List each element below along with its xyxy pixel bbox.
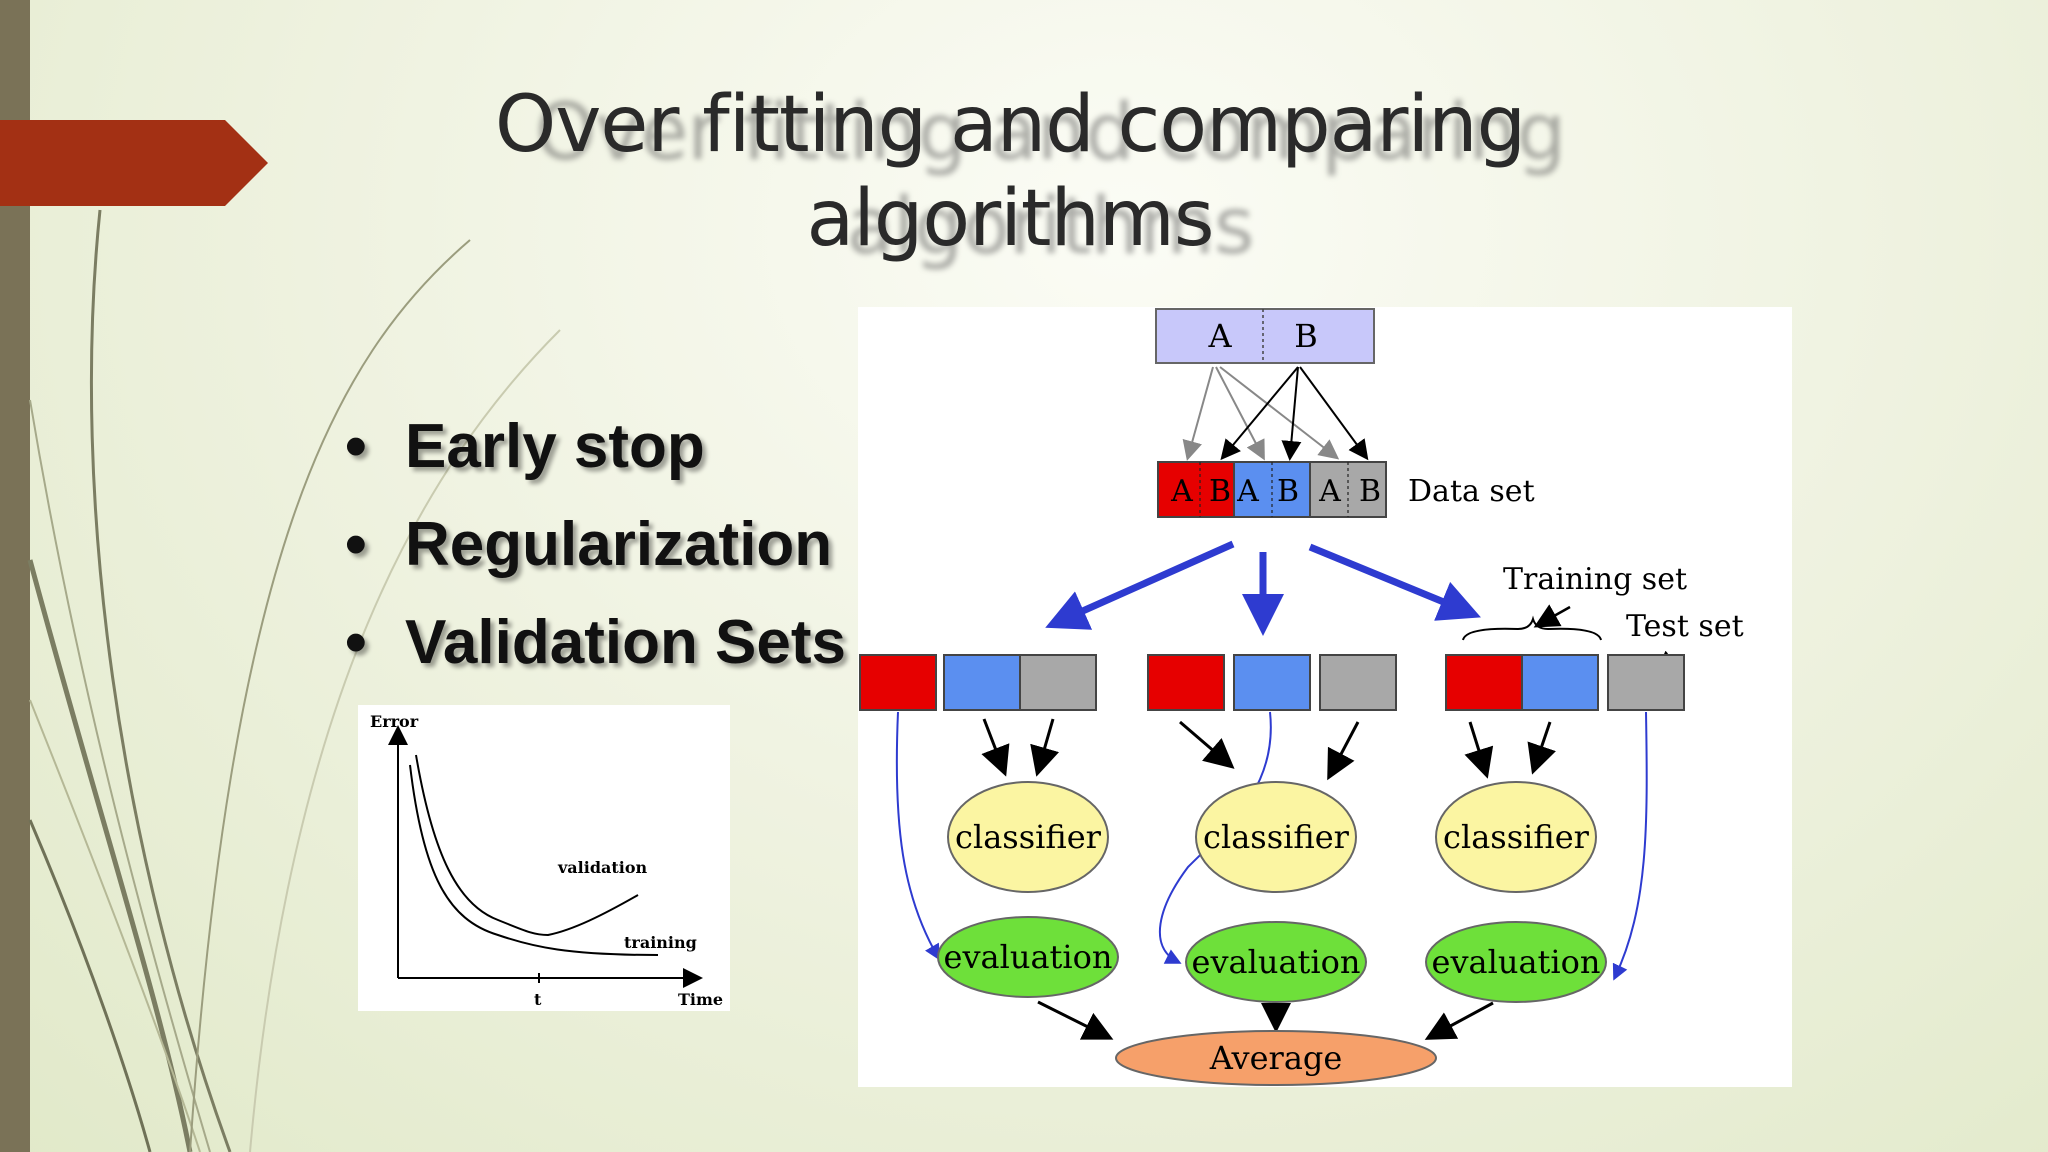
- svg-text:B: B: [1277, 474, 1299, 509]
- dataset-red-block: [1157, 461, 1235, 518]
- bullet-item: •Regularization: [345, 510, 833, 579]
- svg-text:B: B: [1359, 474, 1381, 509]
- fold3-red-block: [1445, 654, 1523, 711]
- classifier-2: [1195, 781, 1357, 893]
- svg-text:A: A: [1236, 474, 1259, 509]
- svg-text:evaluation: evaluation: [944, 938, 1113, 976]
- cross-validation-diagram: A B A B A B A B Data set Training set Te…: [858, 307, 1792, 1087]
- validation-curve: [415, 754, 639, 937]
- source-label-a: A: [1207, 317, 1232, 355]
- svg-text:classifier: classifier: [1203, 818, 1350, 856]
- classifier-1: [947, 781, 1109, 893]
- fold2-blue-block: [1233, 654, 1311, 711]
- svg-text:classifier: classifier: [1443, 818, 1590, 856]
- svg-text:Average: Average: [1209, 1039, 1343, 1077]
- validation-label: validation: [557, 858, 648, 877]
- x-tick-label: t: [534, 990, 542, 1009]
- svg-text:A: A: [1170, 474, 1193, 509]
- source-label-b: B: [1294, 317, 1318, 355]
- dataset-label: Data set: [1408, 474, 1535, 509]
- fold1-blue-block: [943, 654, 1021, 711]
- svg-text:evaluation: evaluation: [1192, 943, 1361, 981]
- fold2-gray-block: [1319, 654, 1397, 711]
- slide-title: Over fitting and comparing algorithms Ov…: [360, 78, 1660, 272]
- dataset-gray-block: [1309, 461, 1387, 518]
- fold3-blue-block: [1521, 654, 1599, 711]
- evaluation-2: [1185, 921, 1367, 1003]
- x-axis-label: Time: [678, 990, 723, 1009]
- fold3-gray-block: [1607, 654, 1685, 711]
- error-curve-chart: Error Time t validation training: [358, 705, 730, 1011]
- source-box: [1155, 308, 1375, 364]
- bullet-item: •Validation Sets: [345, 608, 847, 677]
- fold1-red-block: [859, 654, 937, 711]
- test-set-label: Test set: [1626, 609, 1744, 644]
- fold2-red-block: [1147, 654, 1225, 711]
- fold1-gray-block: [1019, 654, 1097, 711]
- classifier-3: [1435, 781, 1597, 893]
- training-curve: [409, 764, 659, 956]
- training-set-label: Training set: [1503, 562, 1687, 597]
- training-set-brace: [1462, 615, 1602, 641]
- evaluation-1: [937, 916, 1119, 998]
- training-label: training: [624, 933, 697, 952]
- average-node: [1115, 1030, 1437, 1086]
- bullet-list: •Early stop •Regularization •Validation …: [345, 398, 846, 692]
- svg-text:classifier: classifier: [955, 818, 1102, 856]
- y-axis-label: Error: [370, 712, 419, 731]
- svg-text:A: A: [1318, 474, 1341, 509]
- title-line-1: Over fitting and comparing: [494, 80, 1526, 170]
- svg-text:B: B: [1209, 474, 1231, 509]
- evaluation-3: [1425, 921, 1607, 1003]
- bullet-item: •Early stop: [345, 412, 705, 481]
- title-line-2: algorithms: [806, 174, 1214, 264]
- svg-text:evaluation: evaluation: [1432, 943, 1601, 981]
- title-ribbon: [0, 120, 268, 206]
